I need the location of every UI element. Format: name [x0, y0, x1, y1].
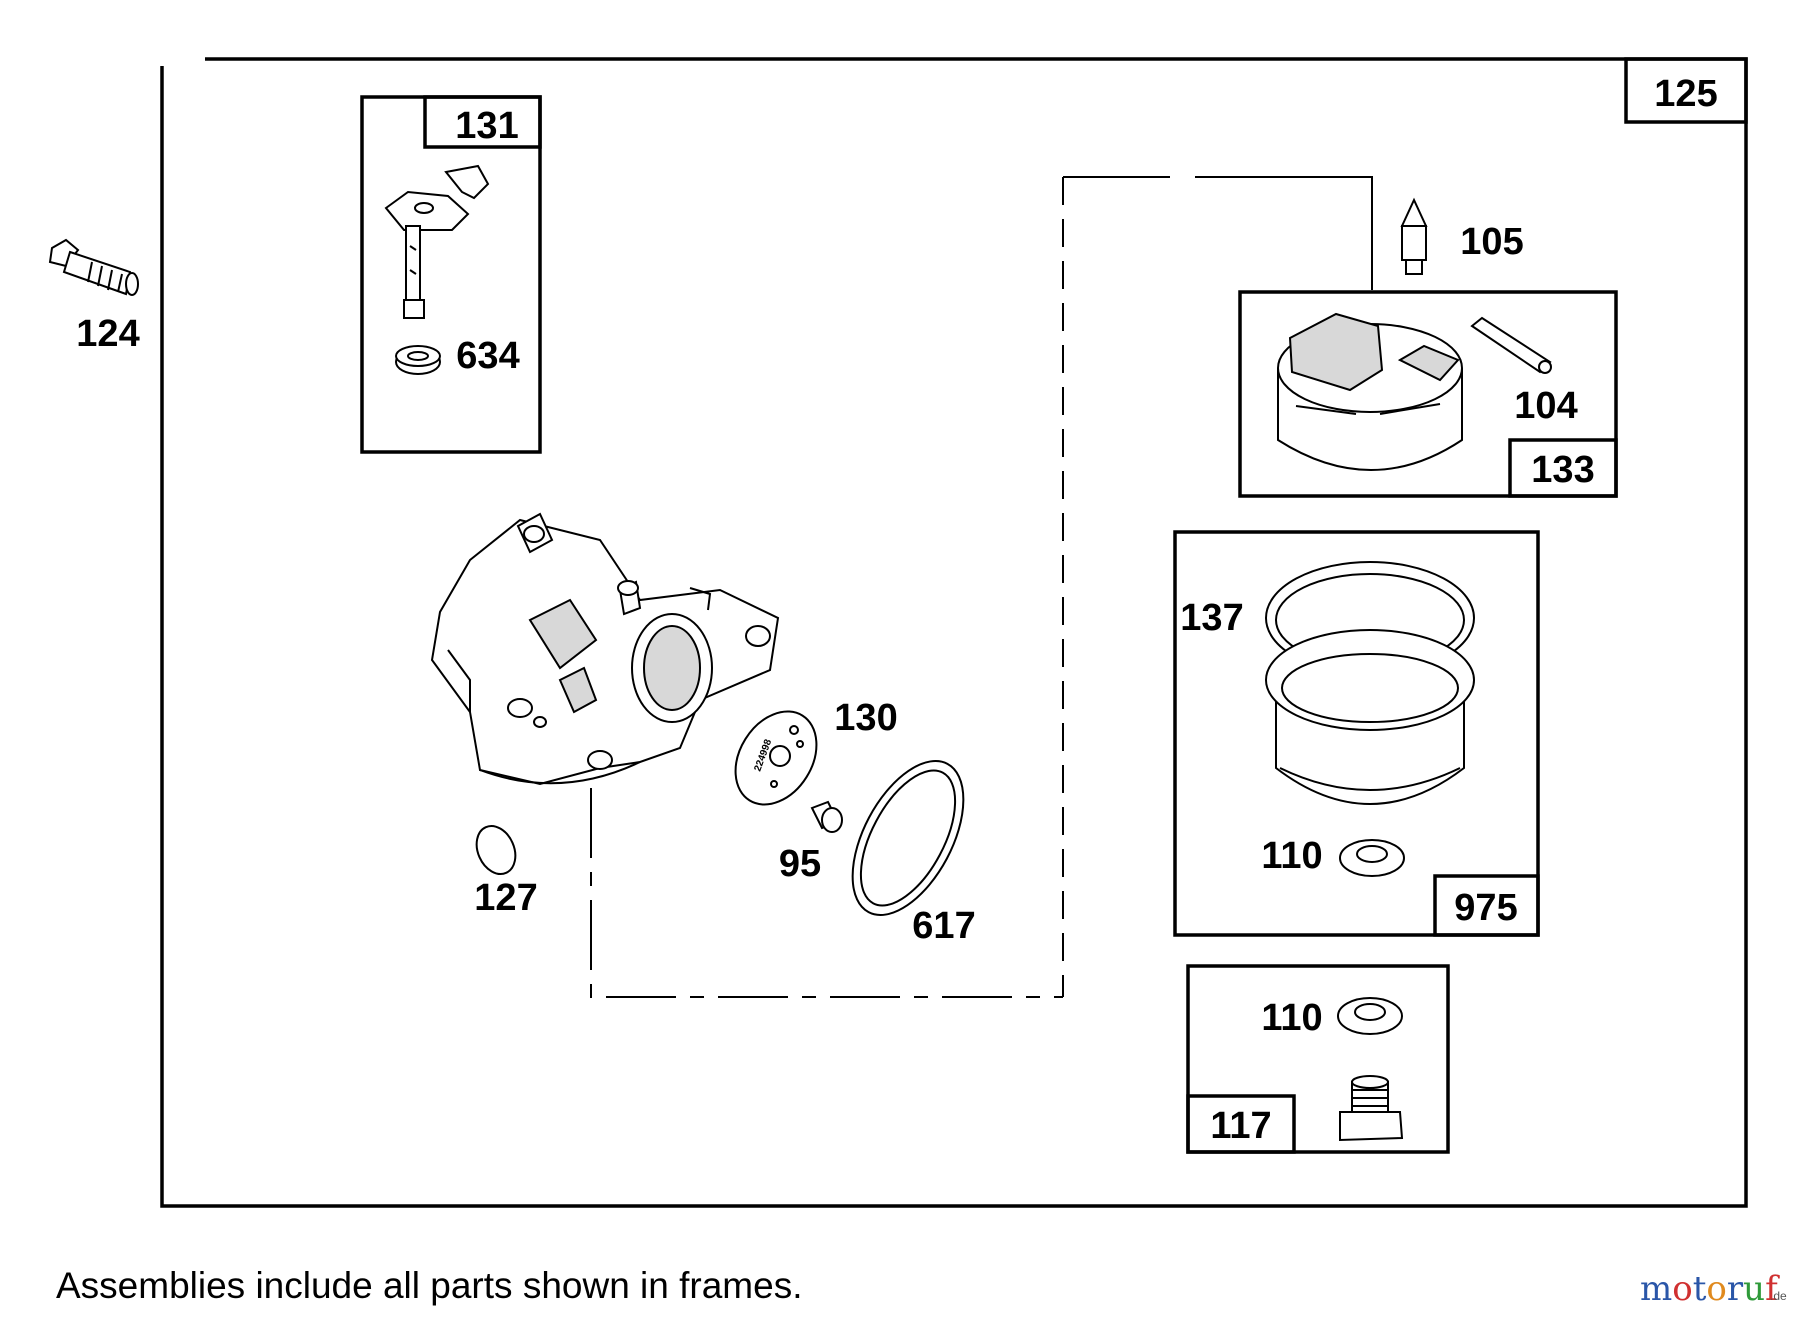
- part-133-float: [1277, 312, 1463, 471]
- assembly-note: Assemblies include all parts shown in fr…: [56, 1265, 803, 1306]
- callout-124: 124: [76, 313, 139, 355]
- brand-logo: motoruf .de: [1640, 1269, 1787, 1309]
- assembly-frame-133: 133 104: [1238, 290, 1618, 498]
- callout-117: 117: [1210, 1105, 1271, 1147]
- part-124-fitting: 124: [48, 238, 140, 355]
- callout-125: 125: [1654, 73, 1717, 115]
- part-975-bowl: [1265, 629, 1475, 805]
- part-127-plug: 127: [474, 825, 538, 919]
- callout-634: 634: [456, 335, 519, 377]
- leader-lines: [590, 176, 1373, 998]
- assembly-frame-117: 117 110: [1186, 964, 1450, 1154]
- assembly-frame-125: 125: [160, 57, 1748, 1208]
- part-105-needle: 105: [1400, 197, 1524, 275]
- part-95-jet: 95: [779, 800, 843, 885]
- part-130-plate: 224998 130: [734, 697, 898, 806]
- callout-975: 975: [1454, 887, 1517, 929]
- part-carburetor-body: [430, 512, 780, 786]
- callout-104: 104: [1514, 385, 1577, 427]
- logo-suffix: .de: [1770, 1289, 1787, 1303]
- logo-text: motoruf: [1640, 1269, 1780, 1309]
- part-110-washer-a: [1339, 839, 1405, 877]
- part-131-choke-shaft: [384, 164, 490, 319]
- callout-105: 105: [1460, 221, 1523, 263]
- part-617-o-ring: 617: [851, 760, 976, 947]
- part-117-screw: [1339, 1075, 1404, 1142]
- callout-133: 133: [1531, 449, 1594, 491]
- assembly-frame-131: 131 634: [360, 95, 542, 454]
- callout-110-upper: 110: [1261, 835, 1322, 877]
- part-104-pin: [1470, 316, 1552, 374]
- assembly-frame-975: 975 137 110: [1173, 530, 1540, 937]
- callout-130: 130: [834, 697, 897, 739]
- callout-127: 127: [474, 877, 537, 919]
- callout-131: 131: [455, 105, 518, 147]
- part-634-seal: [395, 345, 441, 375]
- part-110-washer-b: [1337, 997, 1403, 1035]
- callout-617: 617: [912, 905, 975, 947]
- callout-95: 95: [779, 843, 821, 885]
- callout-110-lower: 110: [1261, 997, 1322, 1039]
- callout-137: 137: [1180, 597, 1243, 639]
